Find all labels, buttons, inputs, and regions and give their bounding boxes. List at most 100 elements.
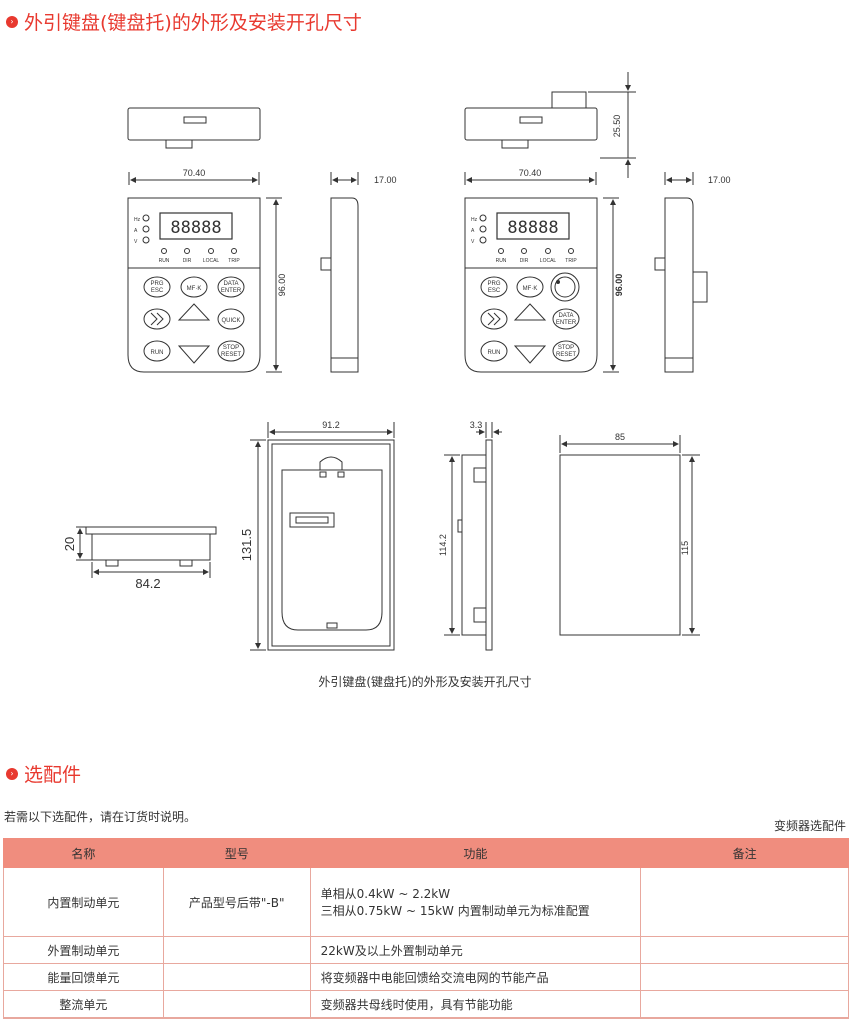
led-label-hz: Hz <box>134 217 141 223</box>
key-prg: PRG <box>150 281 163 287</box>
key-esc-b: ESC <box>488 288 501 294</box>
key-mfk-b: MF·K <box>523 286 538 292</box>
key-stop: STOP <box>223 345 239 351</box>
table-row: 内置制动单元 产品型号后带"-B" 单相从0.4kW ~ 2.2kW 三相从0.… <box>3 867 849 937</box>
key-esc: ESC <box>151 288 164 294</box>
dim-width-b: 70.40 <box>519 168 542 178</box>
key-data-b: DATA <box>558 313 573 319</box>
section-header-accessories: › 选配件 <box>6 760 81 787</box>
header-remark: 备注 <box>640 838 849 868</box>
keypad-b-front-view: 88888 Hz A V RUN DIR LOCAL TRIP PRG ESC … <box>464 197 598 373</box>
key-stop-b: STOP <box>558 345 574 351</box>
cell-remark <box>640 867 849 937</box>
key-data: DATA <box>223 281 238 287</box>
keypad-a-height-dim: 96.00 <box>266 197 287 373</box>
dim-tray-width: 91.2 <box>322 420 340 430</box>
key-enter: ENTER <box>221 288 242 294</box>
table-caption: 变频器选配件 <box>773 819 846 833</box>
dim-tray-bottom-width: 84.2 <box>135 576 160 591</box>
cell-model <box>162 990 311 1019</box>
up-arrow-icon <box>177 303 211 321</box>
seven-seg-display: 88888 <box>170 218 221 238</box>
tray-front-view: 91.2 131.5 <box>239 420 395 651</box>
seven-seg-display-b: 88888 <box>507 218 558 238</box>
table-header-row: 名称 型号 功能 备注 <box>3 838 849 868</box>
status-run-b: RUN <box>496 258 507 264</box>
cell-model <box>162 936 311 964</box>
cell-model: 产品型号后带"-B" <box>162 867 311 937</box>
cell-remark <box>640 990 849 1019</box>
cell-name: 能量回馈单元 <box>3 963 164 991</box>
header-model: 型号 <box>162 838 311 868</box>
bullet-icon: › <box>6 767 18 780</box>
key-run: RUN <box>151 350 164 356</box>
keypad-b-side-view: 17.00 <box>654 172 731 373</box>
section-title: 选配件 <box>24 764 82 786</box>
keypad-b-top-view: 25.50 <box>464 72 636 178</box>
status-run: RUN <box>159 258 170 264</box>
keypad-a-front-view: 88888 Hz A V RUN DIR LOCAL TRIP PRG ESC … <box>127 197 261 373</box>
cell-name: 内置制动单元 <box>3 867 164 937</box>
dim-height-b: 96.00 <box>614 274 624 297</box>
down-arrow-icon-b <box>513 345 547 364</box>
led-label-a: A <box>134 228 138 234</box>
cell-function: 单相从0.4kW ~ 2.2kW 三相从0.75kW ~ 15kW 内置制动单元… <box>309 867 642 937</box>
key-mfk: MF·K <box>187 286 202 292</box>
led-label-v-b: V <box>471 239 475 245</box>
dim-tray-thickness: 3.3 <box>470 420 483 430</box>
keypad-a-top-view <box>127 107 261 149</box>
table-row: 整流单元 变频器共母线时使用，具有节能功能 <box>3 990 849 1019</box>
keypad-b-width-dim: 70.40 <box>464 168 597 185</box>
accessories-table: 名称 型号 功能 备注 内置制动单元 产品型号后带"-B" 单相从0.4kW ~… <box>3 838 849 1019</box>
dim-depth-b: 17.00 <box>708 175 731 185</box>
led-label-hz-b: Hz <box>471 217 478 223</box>
led-label-a-b: A <box>471 228 475 234</box>
section-title: 外引键盘(键盘托)的外形及安装开孔尺寸 <box>24 12 362 34</box>
status-trip: TRIP <box>228 258 240 264</box>
tray-side-view-bottom: 20 84.2 <box>62 526 217 591</box>
cell-name: 整流单元 <box>3 990 164 1019</box>
status-dir: DIR <box>183 258 192 264</box>
led-label-v: V <box>134 239 138 245</box>
dim-height-a: 96.00 <box>277 274 287 297</box>
status-dir-b: DIR <box>520 258 529 264</box>
key-prg-b: PRG <box>487 281 500 287</box>
function-line: 三相从0.75kW ~ 15kW 内置制动单元为标准配置 <box>320 904 590 918</box>
drawing-caption: 外引键盘(键盘托)的外形及安装开孔尺寸 <box>318 675 532 689</box>
bullet-icon: › <box>6 15 18 28</box>
key-reset: RESET <box>221 352 241 358</box>
section-header-dimensions: › 外引键盘(键盘托)的外形及安装开孔尺寸 <box>6 8 362 35</box>
key-reset-b: RESET <box>556 352 576 358</box>
panel-cutout-view: 85 115 <box>559 432 700 636</box>
cell-function: 变频器共母线时使用，具有节能功能 <box>309 990 642 1019</box>
cell-remark <box>640 936 849 964</box>
key-enter-b: ENTER <box>556 320 577 326</box>
cell-name: 外置制动单元 <box>3 936 164 964</box>
header-name: 名称 <box>3 838 164 868</box>
status-local: LOCAL <box>203 258 220 264</box>
order-note: 若需以下选配件，请在订货时说明。 <box>4 810 197 824</box>
keypad-a-width-dim: 70.40 <box>128 168 260 185</box>
function-line: 单相从0.4kW ~ 2.2kW <box>320 887 451 901</box>
cell-remark <box>640 963 849 991</box>
dim-tray-depth: 20 <box>62 537 77 551</box>
dim-tray-inner-height: 114.2 <box>438 534 448 556</box>
keypad-b-height-dim: 96.00 <box>603 197 624 373</box>
up-arrow-icon-b <box>513 303 547 321</box>
key-quick: QUICK <box>221 318 240 324</box>
status-trip-b: TRIP <box>565 258 577 264</box>
dim-depth-a: 17.00 <box>374 175 397 185</box>
dim-width-a: 70.40 <box>183 168 206 178</box>
key-run-b: RUN <box>488 350 501 356</box>
cell-function: 22kW及以上外置制动单元 <box>309 936 642 964</box>
dim-tray-height: 131.5 <box>239 529 254 562</box>
table-row: 外置制动单元 22kW及以上外置制动单元 <box>3 936 849 964</box>
status-local-b: LOCAL <box>540 258 557 264</box>
dim-cutout-width: 85 <box>615 432 625 442</box>
knob-icon <box>550 272 580 302</box>
dim-cutout-height: 115 <box>680 541 690 555</box>
keypad-a-side-view: 17.00 <box>320 172 397 373</box>
tray-side-view: 3.3 114.2 <box>438 420 502 651</box>
cell-function: 将变频器中电能回馈给交流电网的节能产品 <box>309 963 642 991</box>
keypad-dimension-drawing: 70.40 88888 Hz A V RUN DIR LOCAL TRIP PR… <box>62 72 731 651</box>
